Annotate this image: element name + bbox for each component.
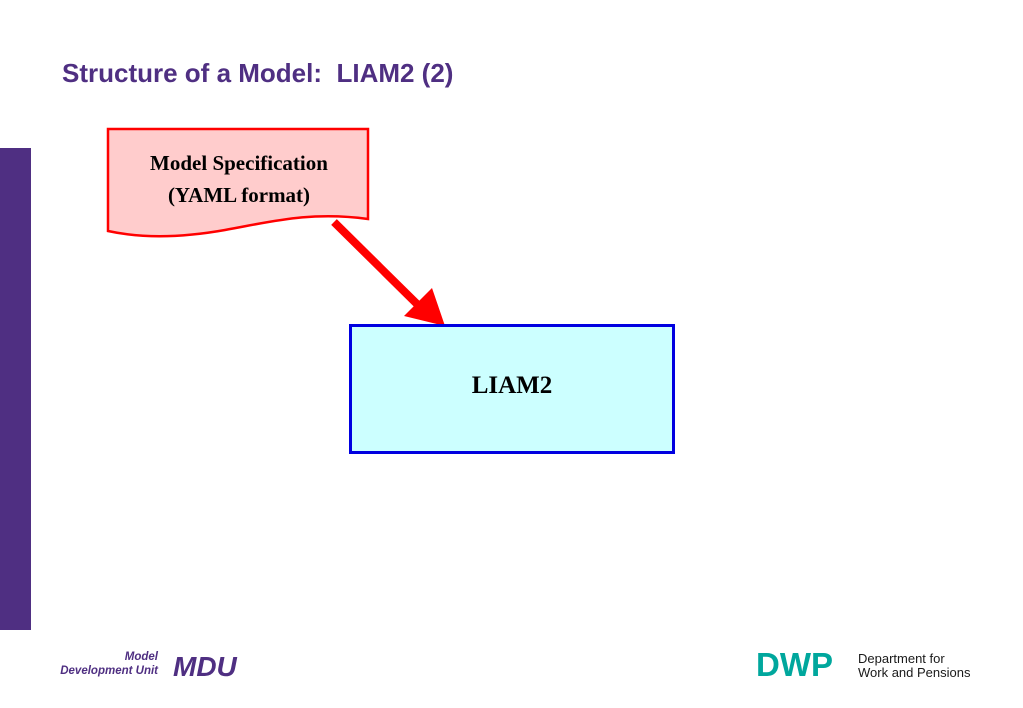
dwp-name: Department for Work and Pensions [858,652,971,680]
spec-document-label: Model Specification (YAML format) [112,147,366,211]
mdu-logo-line2: Development Unit [60,665,158,677]
arrow-head [404,288,445,326]
side-accent-bar [0,148,31,630]
spec-label-line1: Model Specification [150,151,328,175]
dwp-acronym: DWP [756,646,833,683]
dwp-name-line2: Work and Pensions [858,665,971,680]
spec-label-line2: (YAML format) [167,183,311,207]
arrow-shaft [331,219,421,308]
mdu-logo-line1: Model [124,651,158,663]
spec-document-shape [106,127,370,238]
dwp-name-line1: Department for [858,651,945,666]
slide-title: Structure of a Model: LIAM2 (2) [62,58,454,88]
liam2-label: LIAM2 [471,372,553,399]
mdu-logo-text: Model Development Unit [40,650,158,678]
mdu-acronym: MDU [173,651,237,682]
dwp-logo: DWP Department for Work and Pensions [756,646,996,686]
liam2-box: LIAM2 [349,324,675,454]
